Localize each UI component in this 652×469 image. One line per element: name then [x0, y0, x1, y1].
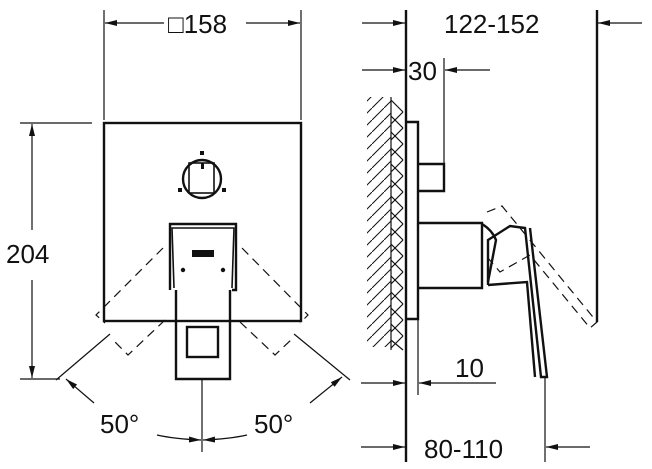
side-plate [406, 120, 420, 321]
brand-logo-icon [192, 250, 214, 257]
front-view: □158 204 [6, 9, 351, 452]
lever-body-side [418, 221, 484, 290]
side-view: 122-152 30 10 80-110 [361, 9, 642, 464]
depth-dimension: 122-152 [362, 9, 642, 39]
diverter-knob-icon [178, 151, 226, 200]
width-dimension: □158 [103, 9, 302, 120]
angle-dimension-right: 50° [202, 376, 343, 443]
left-angle-label: 50° [100, 409, 139, 439]
diverter-cap [418, 162, 446, 193]
lever-projection-label: 80-110 [424, 434, 503, 464]
height-dimension: 204 [6, 122, 92, 380]
wall-hatching [367, 97, 404, 351]
depth-range-label: 122-152 [444, 9, 539, 39]
lever-handle-side [486, 224, 549, 379]
trim-plate [102, 121, 303, 323]
plate-thickness-dimension: 10 [361, 353, 496, 386]
plate-thickness-label: 10 [455, 353, 484, 383]
lever-projection-dimension: 80-110 [361, 434, 590, 464]
width-label: □158 [168, 9, 227, 39]
lever-handle-front [168, 222, 238, 452]
height-label: 204 [6, 239, 49, 269]
cap-depth-dimension: 30 [362, 56, 490, 86]
lever-rotation-left [55, 247, 166, 381]
angle-dimension-left: 50° [65, 378, 202, 443]
right-angle-label: 50° [254, 409, 293, 439]
lever-rotation-right [239, 247, 351, 381]
cap-depth-label: 30 [408, 56, 437, 86]
